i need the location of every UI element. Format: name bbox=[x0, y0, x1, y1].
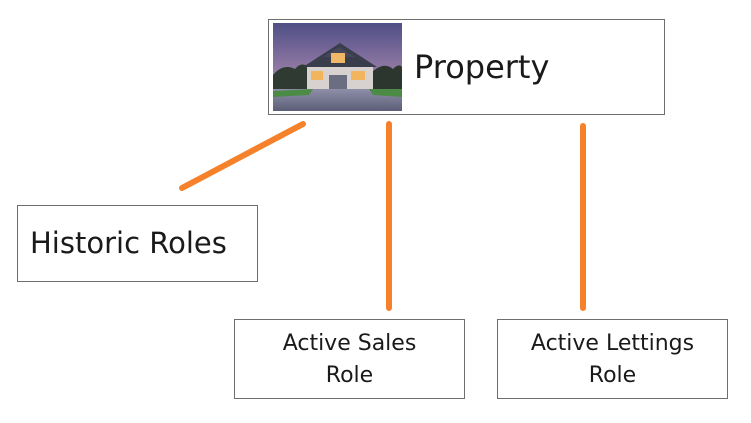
property-label: Property bbox=[414, 48, 550, 86]
active-lettings-role-label-line-2: Role bbox=[588, 363, 637, 388]
historic-roles-node: Historic Roles bbox=[17, 205, 258, 282]
connector-property-to-historic-roles bbox=[179, 121, 306, 191]
active-sales-role-node: Active Sales Role bbox=[234, 319, 465, 399]
property-node: Property bbox=[268, 19, 665, 115]
active-lettings-role-label: Active Lettings Role bbox=[498, 328, 727, 392]
active-lettings-role-node: Active Lettings Role bbox=[497, 319, 728, 399]
active-lettings-role-label-line-1: Active Lettings bbox=[530, 331, 695, 356]
active-sales-role-label: Active Sales Role bbox=[235, 328, 464, 392]
active-sales-role-label-line-2: Role bbox=[325, 363, 374, 388]
house-photo bbox=[273, 23, 402, 111]
active-sales-role-label-line-1: Active Sales bbox=[282, 331, 417, 356]
historic-roles-label: Historic Roles bbox=[30, 226, 227, 260]
